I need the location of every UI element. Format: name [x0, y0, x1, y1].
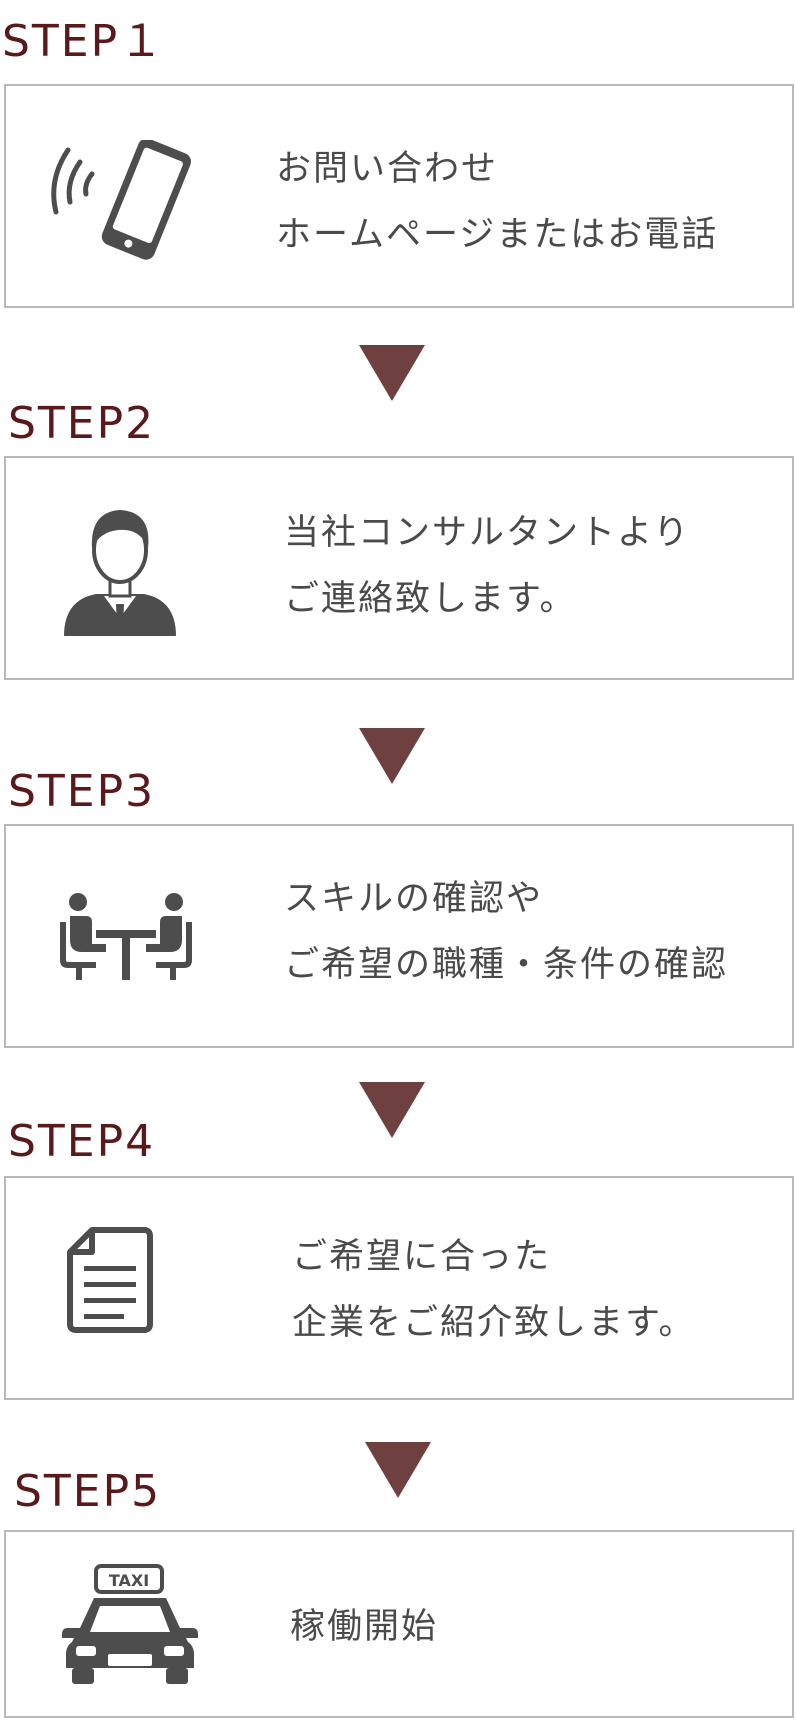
step-2-text: 当社コンサルタントより ご連絡致します。: [284, 500, 690, 632]
step-3-label: STEP3: [8, 766, 156, 817]
down-arrow-icon: [359, 1082, 425, 1138]
step-1-label: STEP１: [2, 16, 166, 67]
meeting-icon: [60, 893, 192, 980]
step-4-text: ご希望に合った 企業をご紹介致します。: [292, 1224, 696, 1356]
step-4-line-2: 企業をご紹介致します。: [292, 1303, 696, 1343]
consultant-icon: [64, 510, 176, 636]
step-5-line-1: 稼働開始: [290, 1607, 439, 1647]
down-arrow-icon: [359, 345, 425, 401]
step-5-label: STEP5: [14, 1466, 162, 1517]
step-2-line-1: 当社コンサルタントより: [284, 513, 691, 553]
step-1-card: お問い合わせ ホームページまたはお電話: [4, 84, 794, 308]
step-4-label: STEP4: [8, 1116, 156, 1167]
step-3-card: スキルの確認や ご希望の職種・条件の確認: [4, 824, 794, 1048]
step-3-line-1: スキルの確認や: [284, 879, 544, 919]
document-icon: [67, 1227, 153, 1333]
step-4-line-1: ご希望に合った: [292, 1237, 552, 1277]
taxi-icon: TAXI: [62, 1564, 198, 1684]
step-3-text: スキルの確認や ご希望の職種・条件の確認: [284, 866, 728, 998]
down-arrow-icon: [359, 728, 425, 784]
step-5-text: 稼働開始: [290, 1594, 438, 1660]
step-4-card: ご希望に合った 企業をご紹介致します。: [4, 1176, 794, 1400]
down-arrow-icon: [365, 1442, 431, 1498]
smartphone-icon: [51, 140, 191, 260]
step-3-line-2: ご希望の職種・条件の確認: [284, 945, 729, 985]
step-1-line-2: ホームページまたはお電話: [276, 215, 719, 255]
step-2-label: STEP2: [8, 398, 156, 449]
step-2-line-2: ご連絡致します。: [284, 579, 577, 619]
step-2-card: 当社コンサルタントより ご連絡致します。: [4, 456, 794, 680]
taxi-badge-text: TAXI: [109, 1571, 149, 1590]
step-5-card: TAXI 稼働開始: [4, 1530, 794, 1718]
step-1-text: お問い合わせ ホームページまたはお電話: [276, 136, 718, 268]
step-1-line-1: お問い合わせ: [276, 149, 499, 189]
